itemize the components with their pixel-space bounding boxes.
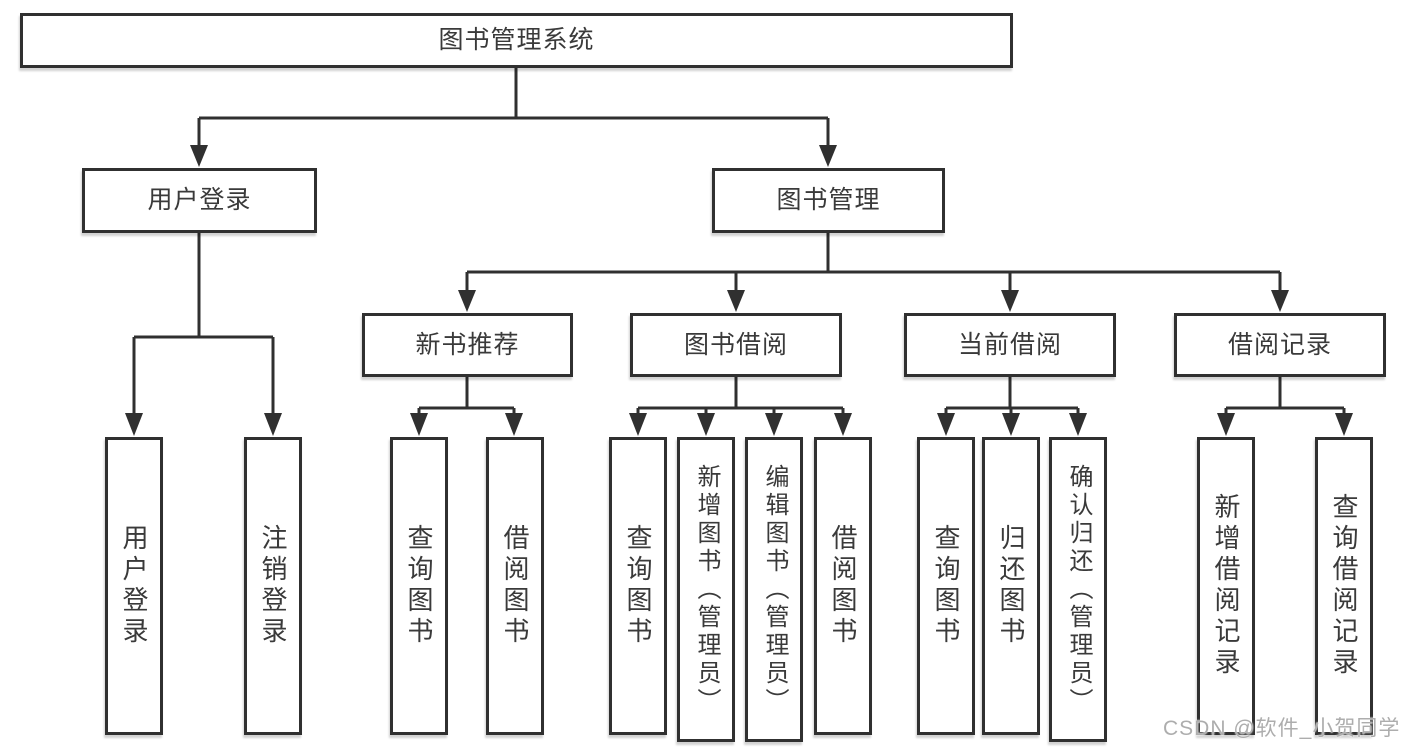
node-label: 图书管理 [776, 186, 881, 214]
leaf-user-login: 用户登录 [105, 437, 163, 735]
node-label: 图书借阅 [683, 330, 788, 359]
node-new-book-recommendation: 新书推荐 [362, 313, 573, 377]
leaf-label: 查询借阅记录 [1329, 493, 1359, 679]
leaf-return-books: 归还图书 [982, 437, 1040, 735]
leaf-label: 新增图书（管理员） [693, 463, 720, 716]
node-user-login: 用户登录 [82, 168, 317, 233]
leaf-query-books-current: 查询图书 [917, 437, 975, 735]
node-library-management-system: 图书管理系统 [20, 13, 1013, 68]
leaf-add-books-admin: 新增图书（管理员） [677, 437, 735, 742]
node-current-borrowing: 当前借阅 [904, 313, 1116, 377]
leaf-label: 用户登录 [119, 524, 149, 648]
leaf-label: 借阅图书 [500, 524, 530, 648]
leaf-label: 查询图书 [404, 524, 434, 648]
leaf-label: 归还图书 [996, 524, 1026, 648]
leaf-query-borrow-record: 查询借阅记录 [1315, 437, 1373, 735]
node-label: 借阅记录 [1227, 330, 1332, 359]
node-book-management: 图书管理 [712, 168, 945, 233]
leaf-label: 借阅图书 [828, 524, 858, 648]
node-label: 新书推荐 [415, 330, 520, 359]
leaf-borrow-books-recommend: 借阅图书 [486, 437, 544, 735]
leaf-query-books-recommend: 查询图书 [390, 437, 448, 735]
leaf-label: 查询图书 [623, 524, 653, 648]
leaf-label: 确认归还（管理员） [1065, 463, 1092, 716]
leaf-label: 新增借阅记录 [1211, 493, 1241, 679]
leaf-label: 编辑图书（管理员） [761, 463, 788, 716]
node-borrowing-records: 借阅记录 [1174, 313, 1386, 377]
node-label: 用户登录 [147, 186, 252, 214]
leaf-edit-books-admin: 编辑图书（管理员） [745, 437, 803, 742]
leaf-label: 查询图书 [931, 524, 961, 648]
leaf-label: 注销登录 [258, 524, 288, 648]
leaf-logout-login: 注销登录 [244, 437, 302, 735]
leaf-confirm-return-admin: 确认归还（管理员） [1049, 437, 1107, 742]
node-book-borrowing: 图书借阅 [630, 313, 842, 377]
diagram-title: 图书管理系统 [438, 26, 595, 54]
leaf-add-borrow-record: 新增借阅记录 [1197, 437, 1255, 735]
node-label: 当前借阅 [957, 330, 1062, 359]
leaf-query-books-borrow: 查询图书 [609, 437, 667, 735]
watermark: CSDN @软件_小贺同学 [1163, 717, 1401, 740]
leaf-borrow-books-borrow: 借阅图书 [814, 437, 872, 735]
